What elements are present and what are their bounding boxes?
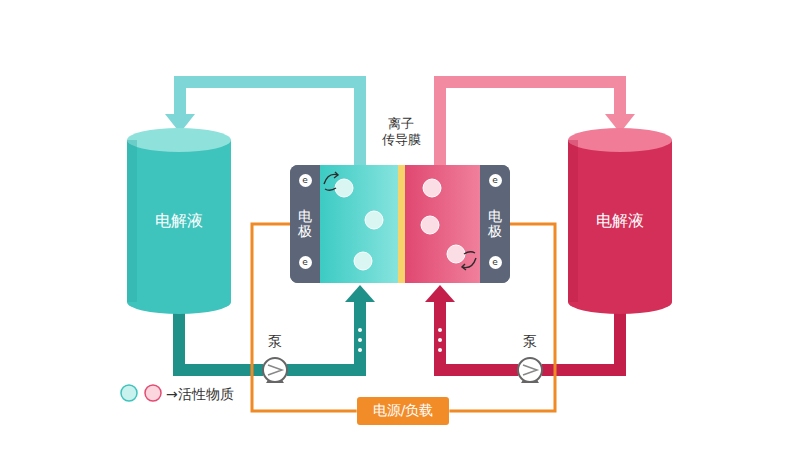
- power-load-box: 电源/负载: [357, 397, 450, 425]
- legend-text: →活性物质: [166, 386, 234, 402]
- membrane-strip: [398, 165, 405, 283]
- node-text: 离子 传导膜: [375, 116, 427, 149]
- supply-pipe: [179, 310, 263, 370]
- node-text: 电极: [488, 209, 502, 240]
- negative-chamber: [320, 165, 398, 283]
- flow-arrowhead: [425, 285, 455, 302]
- electron-marker: e: [489, 256, 502, 269]
- electrolyte-tank: 电解液: [127, 128, 231, 314]
- legend-sample: [145, 385, 161, 401]
- pump-symbol: [260, 355, 290, 385]
- legend-sample: [121, 385, 137, 401]
- node-text: 电解液: [568, 211, 672, 232]
- feed-pipe: [287, 300, 360, 370]
- positive-chamber: [404, 165, 480, 283]
- electron-marker: e: [489, 174, 502, 187]
- electron-marker: e: [299, 174, 312, 187]
- node-text: 泵: [255, 333, 295, 351]
- pump: 泵: [510, 333, 550, 385]
- legend-entry: →活性物质: [166, 384, 234, 404]
- node-text: 电源/负载: [373, 402, 434, 420]
- electron-marker: e: [299, 256, 312, 269]
- ion-membrane: 离子 传导膜: [375, 116, 427, 283]
- cell-body: [290, 165, 510, 283]
- node-text: 电极: [298, 209, 312, 240]
- pump: 泵: [255, 333, 295, 385]
- electrolyte-tank: 电解液: [568, 128, 672, 314]
- node-text: 泵: [510, 333, 550, 351]
- feed-pipe: [440, 300, 518, 370]
- pump-symbol: [515, 355, 545, 385]
- flow-dots: [358, 328, 442, 352]
- node-text: 电解液: [127, 211, 231, 232]
- flow-arrowhead: [345, 285, 375, 302]
